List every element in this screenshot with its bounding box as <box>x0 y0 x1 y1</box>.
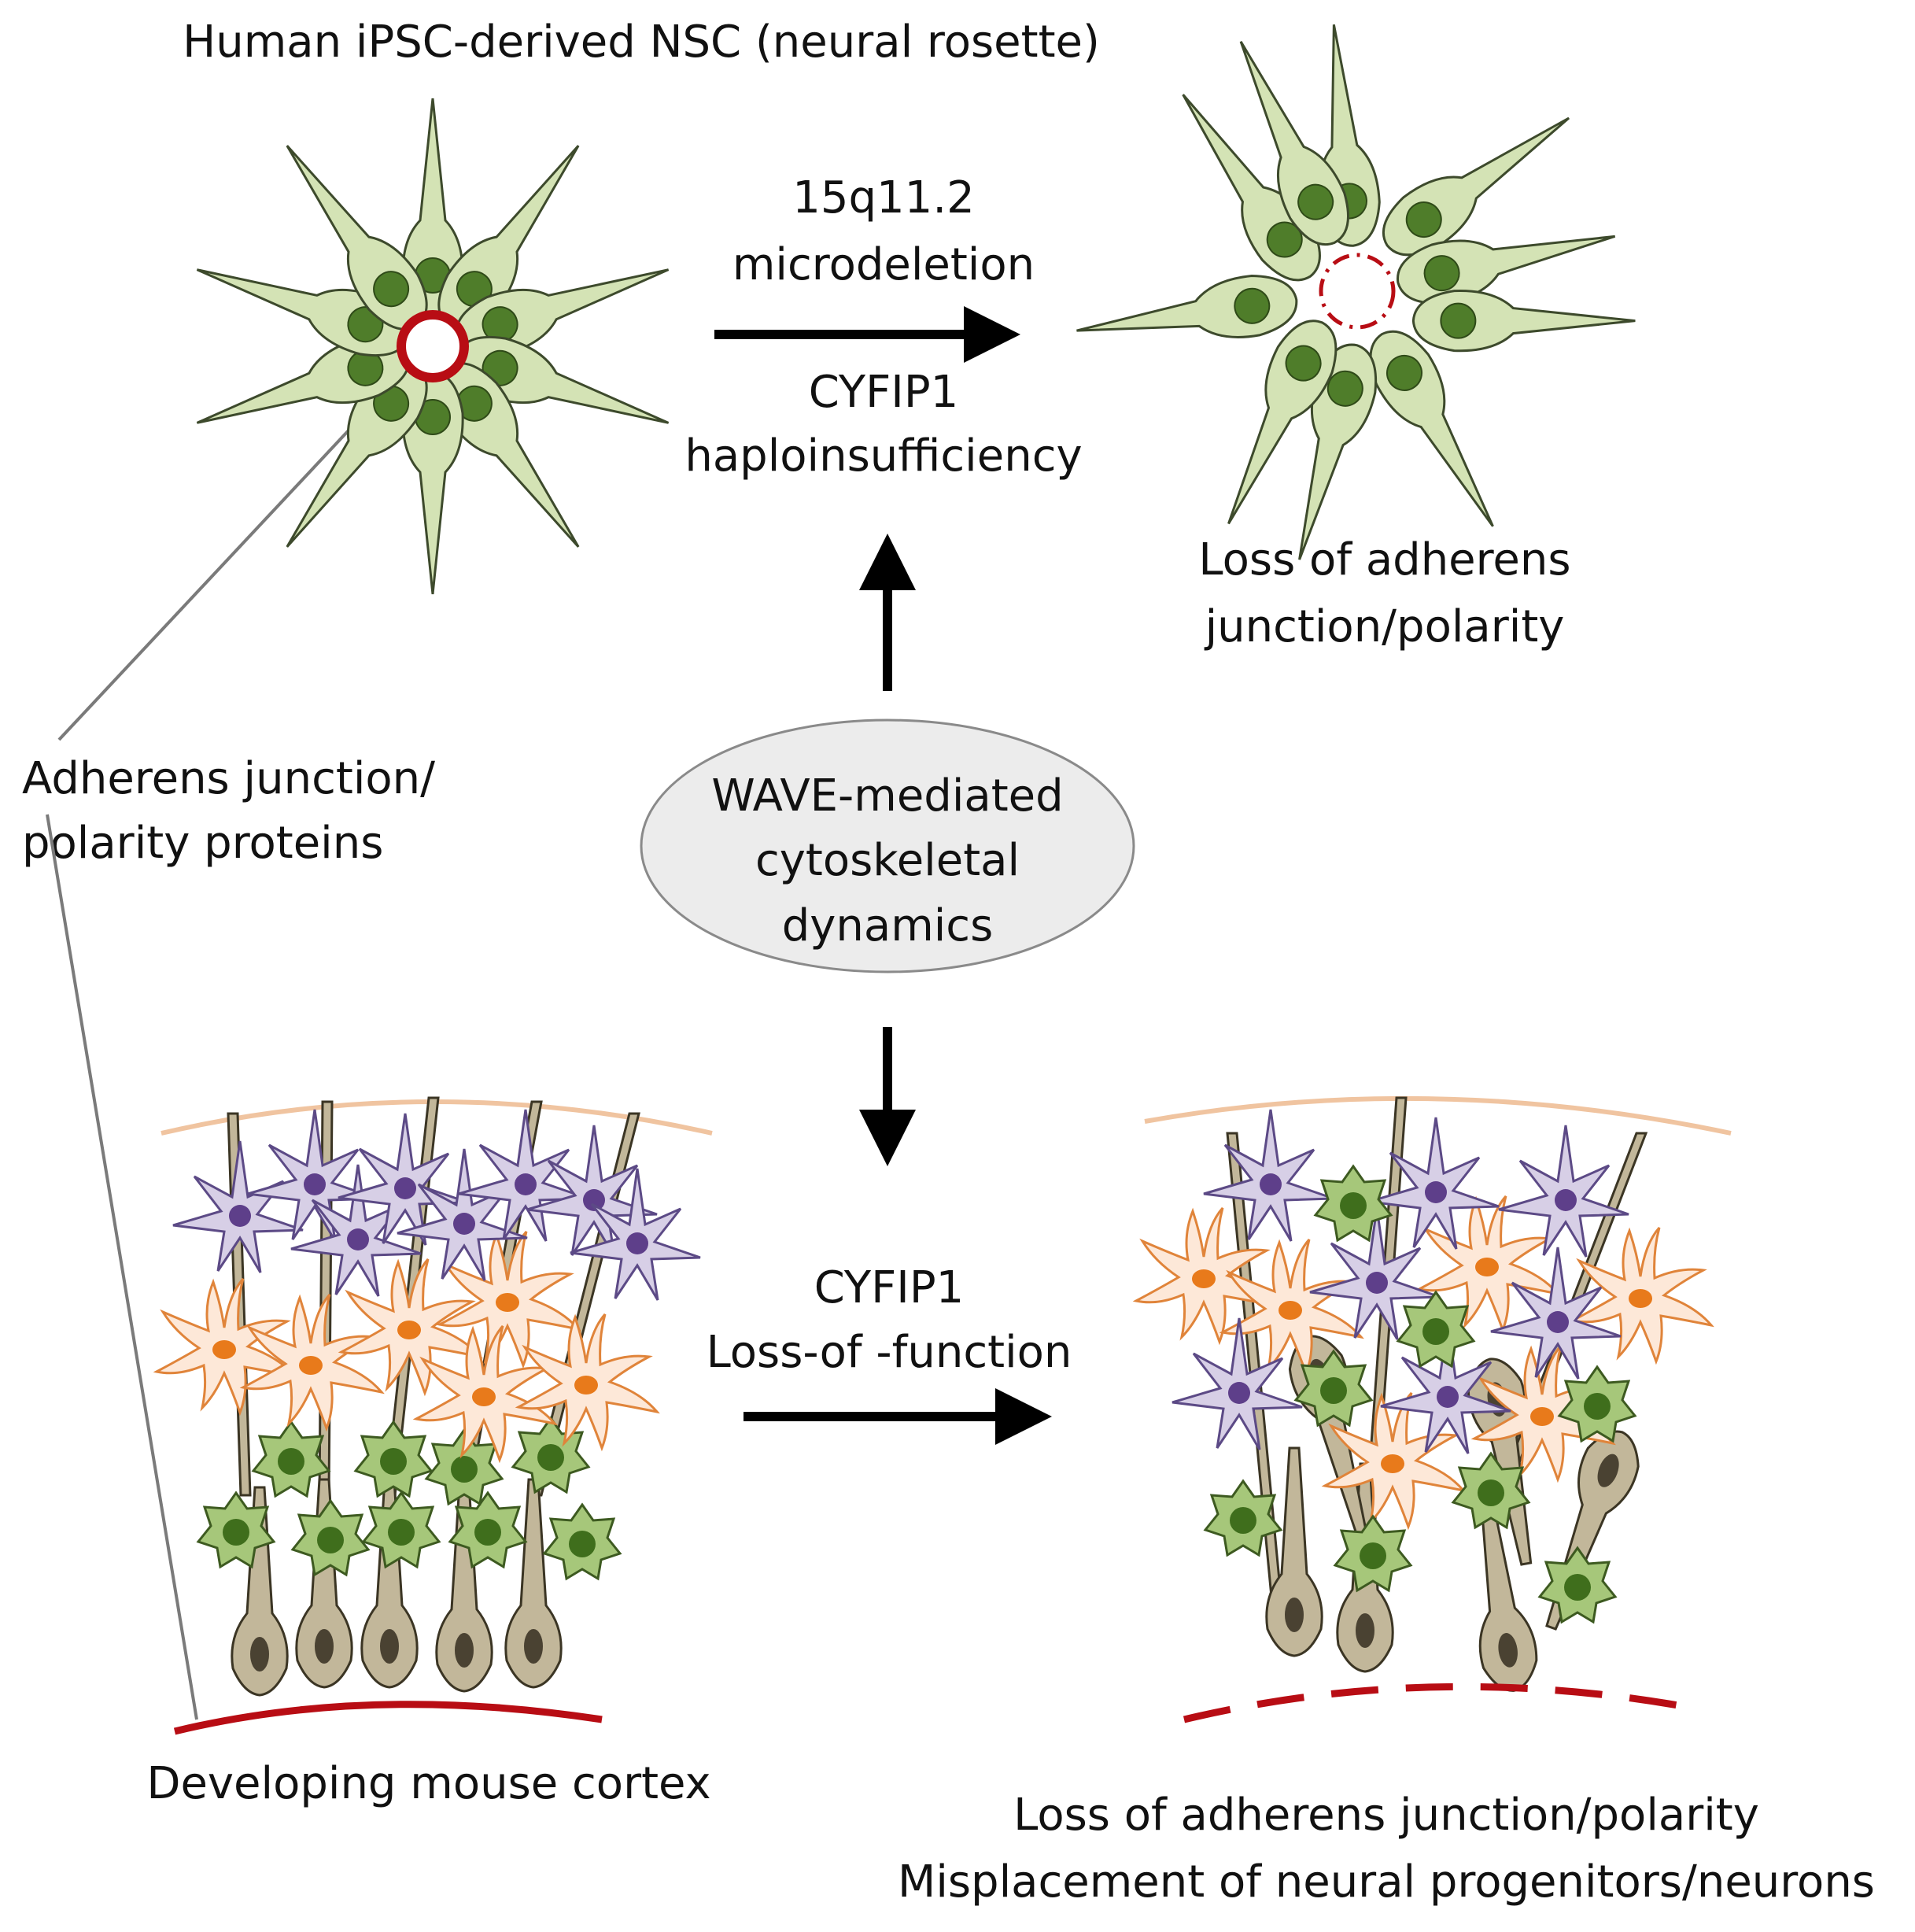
adherens-label-line2: polarity proteins <box>22 818 383 869</box>
wave-label-line3: dynamics <box>782 900 994 951</box>
cortex-loss-line2: Misplacement of neural progenitors/neuro… <box>898 1856 1875 1908</box>
broken-ventricular-surface <box>1183 1683 1692 1723</box>
rosette-loss-line1: Loss of adherens <box>1198 534 1570 586</box>
disrupted-rosette <box>1071 20 1636 569</box>
broken-adherens-ring <box>1319 253 1396 330</box>
pial-surface-disrupted <box>1144 1095 1732 1136</box>
adherens-label-line1: Adherens junction/ <box>22 753 435 804</box>
haplo-label-line2: haploinsufficiency <box>684 430 1082 482</box>
disrupted-cortex <box>1135 1095 1732 1723</box>
normal-rosette <box>186 97 679 596</box>
normal-cortex <box>155 1096 713 1735</box>
deletion-label-line2: microdeletion <box>732 239 1035 290</box>
wave-label-line2: cytoskeletal <box>755 835 1020 886</box>
ventricular-surface <box>173 1701 603 1735</box>
wave-label-line1: WAVE-mediated <box>711 770 1063 822</box>
haplo-label-line1: CYFIP1 <box>809 367 958 418</box>
rosette-loss-line2: junction/polarity <box>1204 601 1565 652</box>
cortex-title: Developing mouse cortex <box>146 1758 710 1809</box>
wave-ellipse <box>640 718 1135 973</box>
rosette-title: Human iPSC-derived NSC (neural rosette) <box>183 17 1100 68</box>
cortex-loss-line1: Loss of adherens junction/polarity <box>1013 1790 1759 1841</box>
lof-label-line2: Loss-of -function <box>707 1327 1072 1378</box>
deletion-label-line1: 15q11.2 <box>792 172 975 223</box>
leader-line-cortex <box>46 814 198 1720</box>
adherens-ring <box>397 310 469 382</box>
lof-label-line1: CYFIP1 <box>814 1262 964 1313</box>
